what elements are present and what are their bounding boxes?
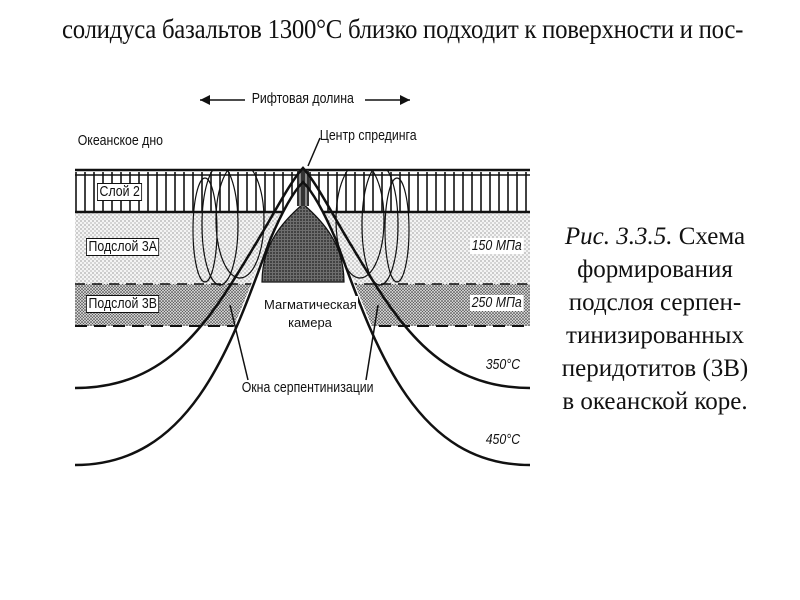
caption-prefix: Рис. 3.3.5. [564, 223, 673, 250]
isotherm-450 [74, 180, 531, 467]
caption-line-3: подслоя серпен- [568, 289, 742, 316]
caption-line-6: в океанской коре. [562, 388, 748, 415]
isotherm-450-label: 450°С [484, 432, 522, 448]
top-text-fragment: солидуса базальтов 1300°С близко подходи… [62, 14, 744, 44]
sublayer3a-label: Подслой 3А [86, 238, 160, 256]
spreading-center-pointer [307, 137, 321, 167]
caption-line-4: тинизированных [566, 322, 744, 349]
caption-line-1: Рис. 3.3.5. Схема [560, 220, 750, 253]
figure-caption: Рис. 3.3.5. Схема формирования подслоя с… [560, 220, 750, 418]
ocean-floor-label: Океанское дно [77, 133, 164, 149]
pressure-250-label: 250 МПа [470, 295, 524, 311]
rift-valley-label: Рифтовая долина [251, 91, 354, 107]
serpentinization-windows-label: Окна серпентинизации [241, 380, 374, 396]
isotherm-350 [74, 166, 531, 390]
pressure-150-label: 150 МПа [470, 238, 524, 254]
window-pointer-left [229, 304, 249, 381]
magma-chamber-label: Магматическая камера [262, 296, 358, 332]
window-pointer-right [365, 304, 379, 381]
caption-line-2: формирования [577, 256, 733, 283]
spreading-center-label: Центр спрединга [319, 128, 417, 144]
layer2-label: Слой 2 [97, 183, 143, 201]
caption-line-5: перидотитов (3В) [561, 355, 749, 382]
isotherm-350-label: 350°С [484, 357, 522, 373]
caption-line1-rest: Схема [672, 223, 746, 250]
sublayer3b-label: Подслой 3В [86, 295, 160, 313]
